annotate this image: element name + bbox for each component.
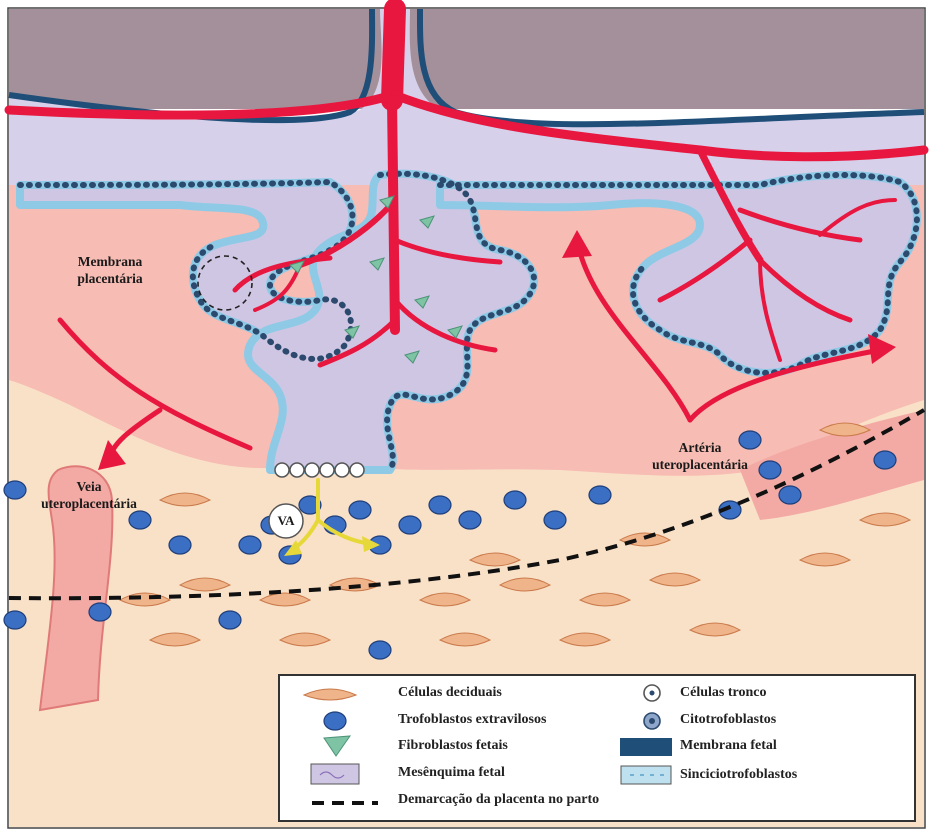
chorionic-plate-top	[9, 9, 924, 109]
legend-label-tronco: Células tronco	[680, 685, 766, 701]
label-veia: Veia uteroplacentária	[14, 478, 164, 512]
decidual-cell-icon	[300, 686, 360, 704]
legend-label-mesenquima: Mesênquima fetal	[398, 765, 505, 781]
cytotrophoblast-icon	[642, 711, 662, 731]
fetal-mesenchyme-icon	[310, 763, 360, 785]
label-arteria: Artéria uteroplacentária	[615, 439, 785, 473]
label-line: uteroplacentária	[14, 495, 164, 512]
legend-label-fibroblastos: Fibroblastos fetais	[398, 738, 508, 754]
label-line: Veia	[14, 478, 164, 495]
label-line: uteroplacentária	[615, 456, 785, 473]
label-line: Membrana	[60, 253, 160, 270]
fetal-membrane-icon	[620, 738, 672, 756]
label-line: placentária	[60, 270, 160, 287]
legend-label-trofoblastos: Trofoblastos extravilosos	[398, 712, 546, 728]
fetal-fibroblast-icon	[322, 734, 352, 758]
legend: Células deciduais Células tronco Trofobl…	[278, 674, 916, 822]
legend-label-membrana-fetal: Membrana fetal	[680, 738, 777, 754]
legend-label-citotrofoblastos: Citotrofoblastos	[680, 712, 776, 728]
stem-cell-icon	[642, 683, 662, 703]
label-va: VA	[269, 512, 303, 529]
syncytiotrophoblast-icon	[620, 765, 672, 785]
legend-label-sincicio: Sinciciotrofoblastos	[680, 767, 797, 783]
label-membrana-placentaria: Membrana placentária	[60, 253, 160, 287]
label-line: Artéria	[615, 439, 785, 456]
extravillous-trophoblast-icon	[322, 710, 348, 732]
legend-label-deciduais: Células deciduais	[398, 685, 502, 701]
dashed-line-icon	[310, 798, 380, 808]
legend-label-demarcacao: Demarcação da placenta no parto	[398, 792, 599, 808]
